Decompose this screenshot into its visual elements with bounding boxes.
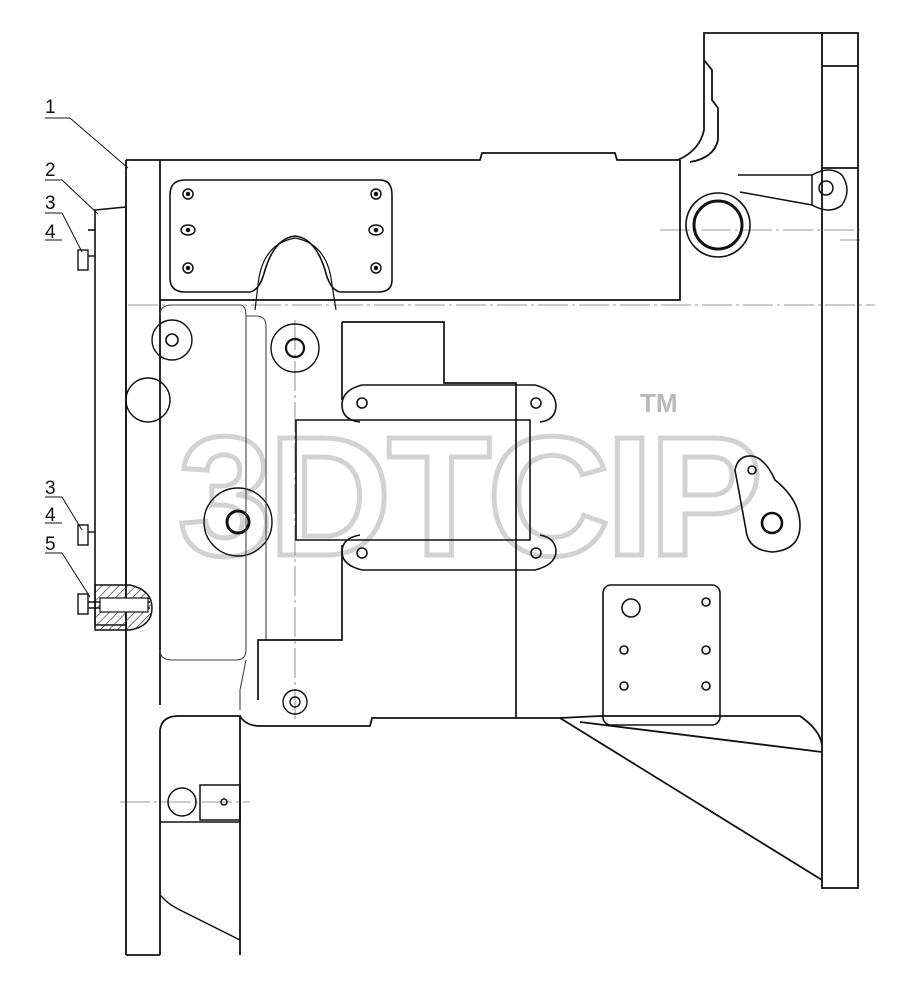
left-cover-plate (88, 206, 127, 626)
mounting-eye (738, 169, 848, 211)
lower-mount-plate (602, 584, 721, 726)
inner-contours (159, 304, 267, 710)
callout-labels: 1 2 3 4 3 4 5 (45, 97, 56, 555)
callout-5: 5 (45, 534, 56, 555)
stepped-rib (257, 321, 531, 718)
upper-plate-slots (180, 188, 384, 274)
lower-left-details (159, 784, 241, 941)
upper-flange-plate (169, 179, 393, 311)
bearing-bore (685, 192, 751, 258)
callout-3-upper: 3 (45, 193, 56, 214)
callout-4-lower: 4 (45, 505, 56, 526)
callout-4-upper: 4 (45, 222, 56, 243)
watermark: 3DTCIP TM (176, 388, 766, 595)
watermark-text: 3DTCIP (178, 402, 759, 592)
callout-1: 1 (45, 97, 56, 118)
watermark-trademark: TM (640, 388, 678, 418)
right-lug (734, 455, 801, 553)
center-lines (120, 229, 875, 803)
link-plate (341, 384, 557, 571)
leader-lines (45, 117, 129, 598)
callout-2: 2 (45, 160, 56, 181)
bolt-section-hatch (94, 584, 153, 631)
callout-3-lower: 3 (45, 478, 56, 499)
